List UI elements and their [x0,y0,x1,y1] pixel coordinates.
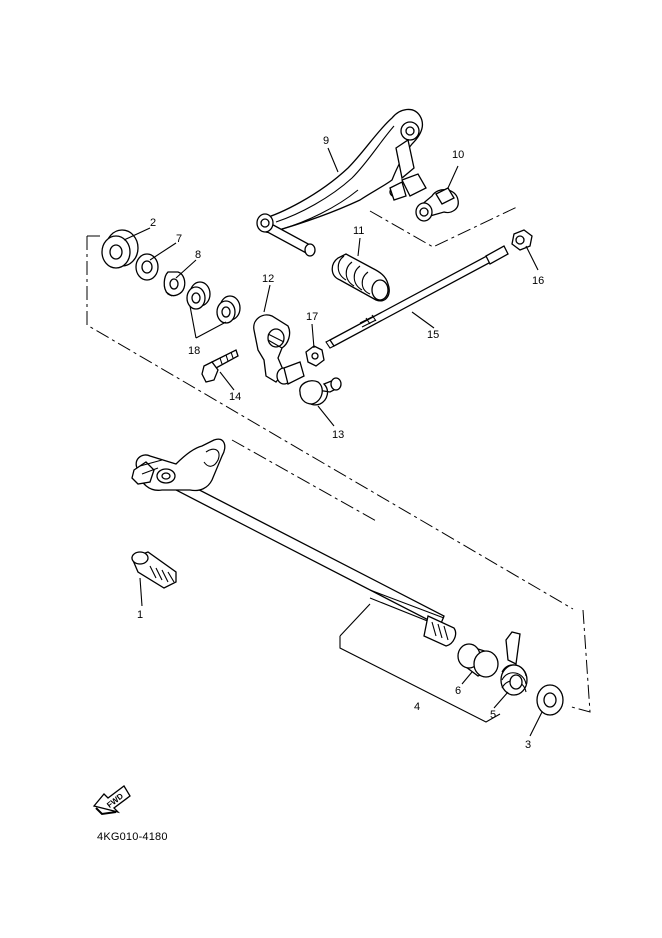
assembly-boundary-lines [86,205,591,713]
circlip-8 [163,271,186,297]
shift-lever-12 [253,314,291,383]
callout-8: 8 [195,249,201,261]
callout-15: 15 [427,329,439,341]
callout-3: 3 [525,739,531,751]
return-spring-5 [500,631,528,696]
nut-17 [305,345,325,367]
callout-4: 4 [414,701,420,713]
callout-1: 1 [137,609,143,621]
pedal-rubber [331,253,390,302]
stud-1 [131,551,177,589]
bolt-14 [201,349,239,383]
washer-3 [536,684,564,716]
oil-seal-2 [101,229,139,269]
bushing-pair-18 [186,281,241,324]
leader-lines [123,147,543,737]
callout-9: 9 [323,135,329,147]
callout-2: 2 [150,217,156,229]
washer-7 [135,253,159,281]
collar-6 [457,643,499,678]
forward-arrow-icon: FWD [92,785,131,816]
nut-16 [511,229,533,251]
callout-5: 5 [490,709,496,721]
callout-14: 14 [229,391,241,403]
callout-7: 7 [176,233,182,245]
callout-numbers: 1 2 3 4 5 6 7 8 9 10 11 12 13 14 15 16 1… [137,135,544,751]
callout-18: 18 [188,345,200,357]
shift-rod [325,245,509,349]
shift-shaft-4 [131,438,457,647]
callout-17: 17 [306,311,318,323]
callout-11: 11 [353,225,364,237]
arm-ball-joint [389,173,427,201]
callout-13: 13 [332,429,344,441]
callout-6: 6 [455,685,461,697]
drawing-code: 4KG010-4180 [97,831,168,843]
callout-16: 16 [532,275,544,287]
callout-10: 10 [452,149,464,161]
ball-joint-end-10 [415,187,459,222]
callout-12: 12 [262,273,274,285]
shift-pedal-arm [256,108,424,257]
ball-joint-end-13 [276,361,342,406]
